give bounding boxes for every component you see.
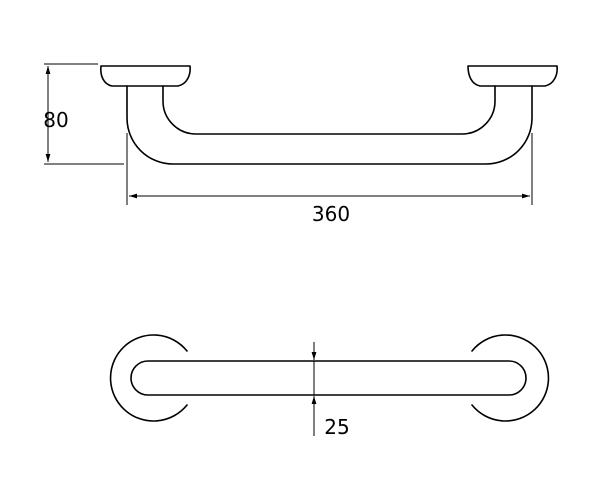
height-dimension-label: 80 bbox=[43, 108, 68, 132]
length-dimension-label: 360 bbox=[312, 202, 350, 226]
side-view: 80 360 bbox=[43, 63, 558, 226]
bar-inner-contour bbox=[162, 85, 496, 135]
top-view: 25 bbox=[109, 334, 550, 439]
left-rosette bbox=[109, 334, 188, 422]
right-flange bbox=[467, 65, 558, 87]
diameter-dimension-label: 25 bbox=[324, 415, 349, 439]
bar-outer-contour bbox=[126, 85, 533, 165]
right-rosette bbox=[471, 334, 550, 422]
left-flange bbox=[100, 65, 191, 87]
bar-body bbox=[130, 360, 527, 396]
